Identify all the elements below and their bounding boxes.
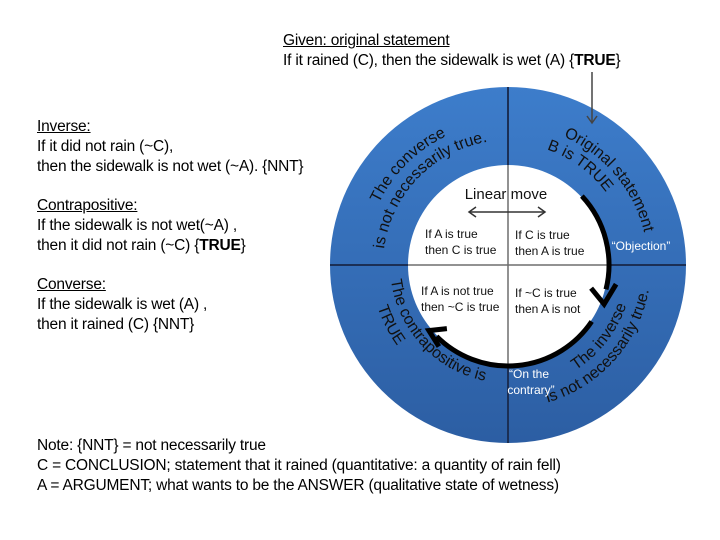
- objection-arrowhead-icon: [589, 282, 619, 309]
- note-argument: A = ARGUMENT; what wants to be the ANSWE…: [37, 477, 559, 494]
- contrary-arrow-icon: [434, 320, 594, 369]
- note-nnt: Note: {NNT} = not necessarily true: [37, 437, 266, 454]
- on-the-contrary-line-1: “On the: [509, 367, 549, 381]
- objection-arrow-icon: [580, 194, 612, 291]
- brace-open: {: [569, 52, 575, 69]
- given-heading: Given: original statement: [283, 32, 450, 49]
- contrapositive-line-2-text: then it did not rain (~C) {: [37, 237, 200, 254]
- inverse-line-1: If it did not rain (~C),: [37, 138, 174, 155]
- brace-close: }: [615, 52, 621, 69]
- linear-move-label: Linear move: [465, 186, 548, 203]
- brace-close: }: [240, 237, 246, 254]
- given-statement: If it rained (C), then the sidewalk is w…: [283, 51, 621, 71]
- notes-block: Note: {NNT} = not necessarily true C = C…: [37, 436, 561, 496]
- statements-block: Inverse: If it did not rain (~C), then t…: [37, 117, 304, 335]
- contrapositive-line-2: then it did not rain (~C) {TRUE}: [37, 236, 303, 256]
- contrapositive-verdict: TRUE: [199, 237, 241, 254]
- converse-line-2: then it rained (C) {NNT}: [37, 316, 195, 333]
- inverse-heading: Inverse:: [37, 118, 91, 135]
- contrary-arrowhead-icon: [424, 326, 448, 348]
- cell-top-left-line-2: then C is true: [425, 243, 497, 257]
- objection-label: “Objection”: [612, 239, 671, 253]
- cell-top-left-line-1: If A is true: [425, 227, 478, 241]
- inverse-line-2: then the sidewalk is not wet (~A). {NNT}: [37, 158, 304, 175]
- given-block: Given: original statement If it rained (…: [283, 31, 621, 71]
- cell-bottom-left-line-2: then ~C is true: [421, 300, 500, 314]
- linear-move-arrow-icon: [467, 206, 547, 218]
- given-statement-text: If it rained (C), then the sidewalk is w…: [283, 52, 570, 69]
- contrapositive-line-1: If the sidewalk is not wet(~A) ,: [37, 217, 237, 234]
- converse-line-1: If the sidewalk is wet (A) ,: [37, 296, 208, 313]
- cell-bottom-right-line-2: then A is not: [515, 302, 581, 316]
- cell-top-right-line-1: If C is true: [515, 228, 570, 242]
- cell-top-right-line-2: then A is true: [515, 244, 585, 258]
- note-conclusion: C = CONCLUSION; statement that it rained…: [37, 457, 561, 474]
- cell-bottom-right-line-1: If ~C is true: [515, 286, 577, 300]
- on-the-contrary-line-2: contrary”: [507, 383, 554, 397]
- given-verdict: TRUE: [574, 52, 616, 69]
- given-pointer-arrow-icon: [586, 72, 598, 125]
- cell-bottom-left-line-1: If A is not true: [421, 284, 494, 298]
- converse-heading: Converse:: [37, 276, 106, 293]
- contrapositive-heading: Contrapositive:: [37, 197, 138, 214]
